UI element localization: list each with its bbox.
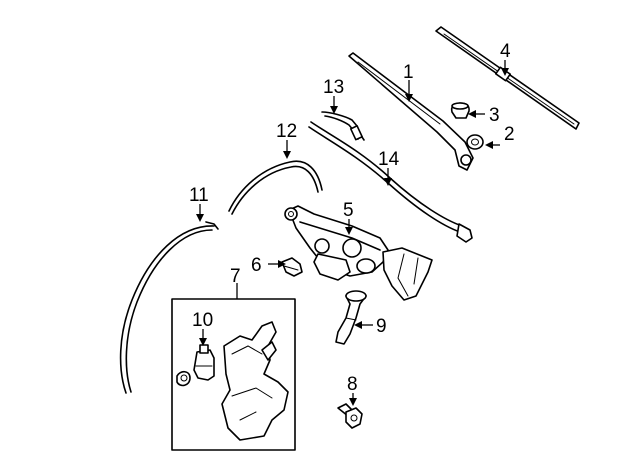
callout-4: 4 [500,41,511,62]
wiper-blade [435,26,580,130]
washer-hose-mid [228,160,323,215]
callout-11: 11 [189,185,209,206]
callout-6: 6 [251,255,262,276]
callout-9: 9 [376,316,387,337]
leader-lines [196,60,509,406]
washer-reservoir-tank [221,321,289,441]
callout-12: 12 [276,121,297,142]
wiper-arm [348,52,474,171]
callout-8: 8 [347,374,358,395]
reservoir-bolt [337,403,363,429]
washer-nozzle [335,290,367,345]
callout-7: 7 [230,266,241,287]
callout-1: 1 [403,62,414,83]
callout-14: 14 [378,149,400,170]
callout-10: 10 [192,310,213,331]
callout-2: 2 [504,124,515,145]
motor-bolt [281,257,303,277]
washer-pump [193,344,215,381]
wiper-motor-linkage [284,205,433,301]
callout-5: 5 [343,200,354,221]
washer-hose-connector [321,111,365,141]
pivot-nut [466,134,484,150]
pump-grommet [176,370,191,387]
washer-hose-reservoir [119,221,219,394]
callout-3: 3 [489,105,500,126]
callout-13: 13 [323,77,344,98]
arm-cap [450,102,470,119]
